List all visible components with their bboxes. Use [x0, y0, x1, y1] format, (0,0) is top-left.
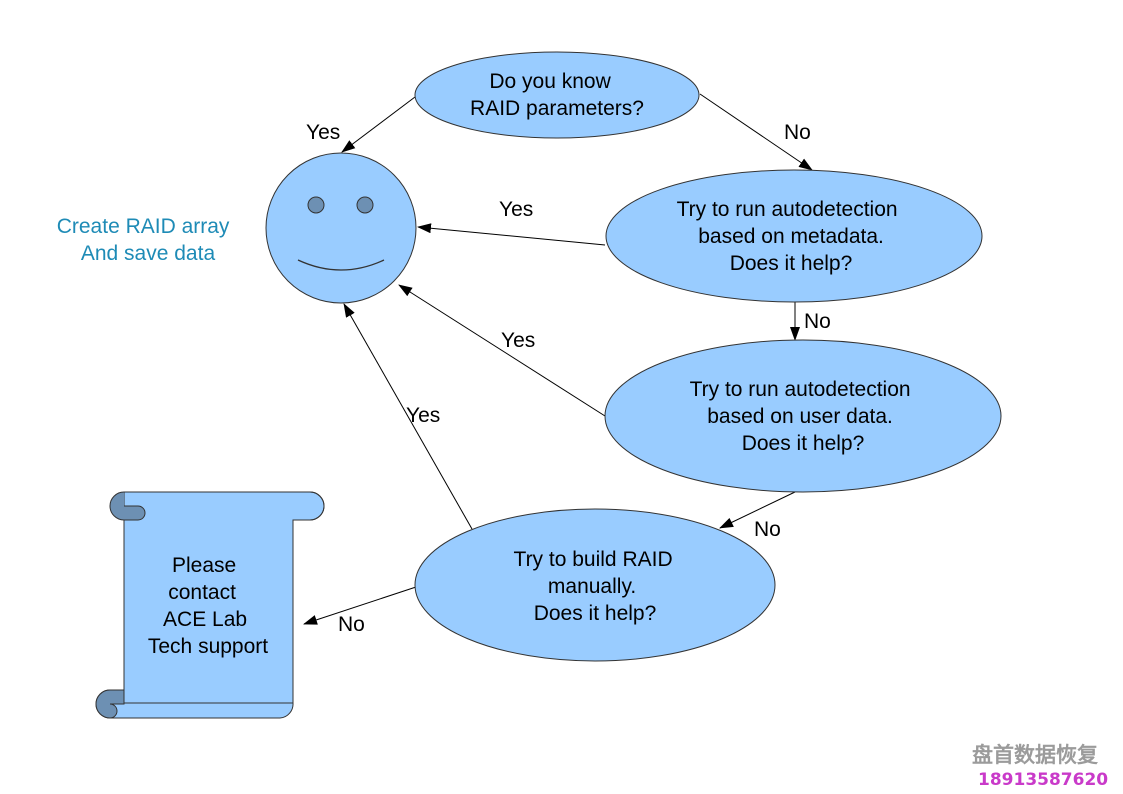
success-note-line: Create RAID array — [57, 215, 230, 238]
watermark: 盘首数据恢复 18913587620 — [972, 743, 1108, 790]
edge-label-params-yes: Yes — [306, 121, 340, 144]
node-text-line: contact — [168, 581, 236, 604]
success-note: Create RAID array And save data — [57, 215, 236, 265]
edge-label-user-yes: Yes — [501, 329, 535, 352]
scroll-bottom-curl — [95, 689, 125, 719]
node-text-line: Try to build RAID — [514, 548, 673, 571]
node-text-line: Does it help? — [534, 602, 657, 625]
scroll-support-note: Please contact ACE Lab Tech support — [95, 491, 325, 719]
edge-label-meta-no: No — [804, 310, 831, 333]
success-note-line: And save data — [81, 242, 216, 265]
arrow-params-no — [699, 93, 813, 171]
edge-label-meta-yes: Yes — [499, 198, 533, 221]
arrow-params-yes — [341, 96, 416, 153]
node-text-line: Try to run autodetection — [677, 198, 898, 221]
node-build-manually-text: Try to build RAID manually. Does it help… — [514, 548, 679, 625]
node-know-parameters-shape — [414, 51, 700, 139]
node-autodetect-metadata-text: Try to run autodetection based on metada… — [677, 198, 904, 275]
watermark-phone: 18913587620 — [978, 770, 1108, 790]
node-know-parameters: Do you know RAID parameters? — [414, 51, 700, 139]
edge-label-user-no: No — [754, 518, 781, 541]
node-text-line: Please — [172, 554, 236, 577]
scroll-top-roll — [109, 491, 146, 521]
edge-label-manual-yes: Yes — [406, 404, 440, 427]
node-text-line: Do you know — [489, 70, 611, 93]
smiley-right-eye — [356, 196, 374, 214]
arrow-user-yes — [398, 284, 606, 417]
node-text-line: ACE Lab — [163, 608, 247, 631]
node-know-parameters-text: Do you know RAID parameters? — [470, 70, 644, 120]
node-build-manually: Try to build RAID manually. Does it help… — [414, 508, 776, 662]
edge-label-params-no: No — [784, 121, 811, 144]
scroll-top-roll-end — [293, 491, 325, 521]
arrow-manual-yes — [343, 303, 473, 530]
scroll-support-text: Please contact ACE Lab Tech support — [148, 554, 268, 658]
node-text-line: based on user data. — [707, 405, 893, 428]
node-autodetect-metadata: Try to run autodetection based on metada… — [605, 169, 983, 303]
node-autodetect-user-data-shape — [604, 339, 1002, 493]
node-text-line: Does it help? — [742, 432, 865, 455]
node-build-manually-shape — [414, 508, 776, 662]
node-autodetect-metadata-shape — [605, 169, 983, 303]
node-autodetect-user-data: Try to run autodetection based on user d… — [604, 339, 1002, 493]
smiley-head — [265, 152, 417, 304]
arrow-meta-yes — [417, 223, 606, 246]
edge-label-manual-no: No — [338, 613, 365, 636]
node-text-line: based on metadata. — [698, 225, 884, 248]
node-text-line: Tech support — [148, 635, 268, 658]
arrow-user-no — [719, 491, 796, 529]
node-text-line: manually. — [548, 575, 636, 598]
node-text-line: RAID parameters? — [470, 97, 644, 120]
smiley-mouth — [297, 259, 385, 271]
node-text-line: Does it help? — [730, 252, 853, 275]
node-text-line: Try to run autodetection — [690, 378, 911, 401]
smiley-face-icon — [265, 152, 417, 304]
watermark-name: 盘首数据恢复 — [972, 743, 1099, 767]
node-autodetect-user-data-text: Try to run autodetection based on user d… — [690, 378, 917, 455]
smiley-left-eye — [307, 196, 325, 214]
arrow-manual-no — [303, 586, 417, 625]
